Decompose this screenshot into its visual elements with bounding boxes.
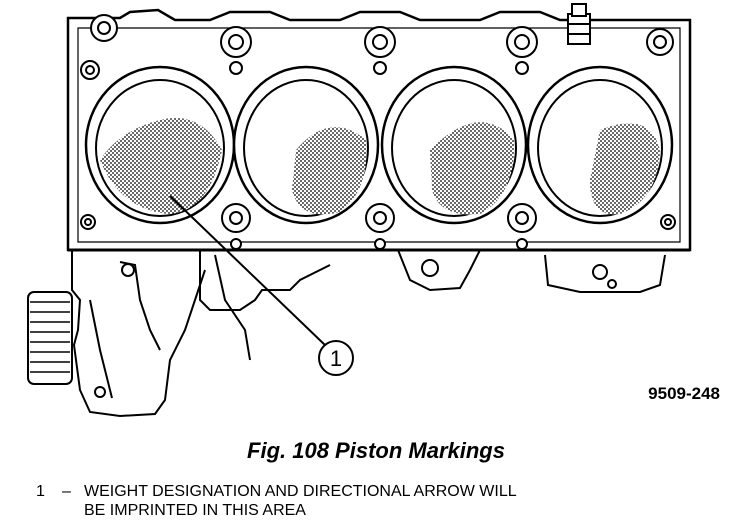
pulley xyxy=(27,291,73,385)
engine-block-diagram: 1 xyxy=(27,3,692,418)
bolt-bosses-top xyxy=(80,14,674,80)
block-deck xyxy=(66,8,692,252)
legend-item-text-line1: WEIGHT DESIGNATION AND DIRECTIONAL ARROW… xyxy=(84,483,517,500)
sensor xyxy=(567,3,591,45)
legend-item-text-line2: BE IMPRINTED IN THIS AREA xyxy=(84,502,306,519)
cylinder-2 xyxy=(232,65,380,225)
cylinder-4 xyxy=(526,65,674,225)
cylinder-bores xyxy=(84,65,674,225)
cylinder-1 xyxy=(84,65,236,225)
figure-code: 9509-248 xyxy=(648,384,720,403)
engine-block-lower xyxy=(71,249,666,418)
callout-number: 1 xyxy=(330,346,342,371)
bolt-bosses-bottom xyxy=(80,61,676,250)
callout-bubble xyxy=(318,340,354,376)
legend-item-number: 1 xyxy=(36,483,45,500)
callout-leader-line xyxy=(169,195,327,347)
cylinder-3 xyxy=(380,65,528,225)
callout-1: 1 xyxy=(169,195,354,376)
figure-caption: Fig. 108 Piston Markings xyxy=(247,438,505,463)
legend-item-dash: – xyxy=(62,483,71,500)
